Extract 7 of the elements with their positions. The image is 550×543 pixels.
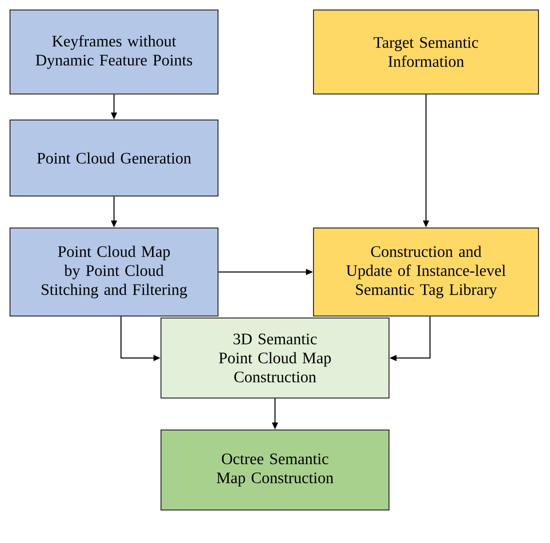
process-box: Construction and Update of Instance-level Semantic Tag Library [313, 228, 539, 316]
process-box: Keyframes without Dynamic Feature Points [10, 10, 218, 94]
process-box: Point Cloud Generation [10, 120, 218, 196]
process-box: 3D Semantic Point Cloud Map Construction [160, 318, 390, 398]
process-box: Octree Semantic Map Construction [160, 430, 390, 510]
process-box: Target Semantic Information [313, 10, 539, 94]
process-box: Point Cloud Map by Point Cloud Stitching and Filtering [10, 228, 218, 316]
